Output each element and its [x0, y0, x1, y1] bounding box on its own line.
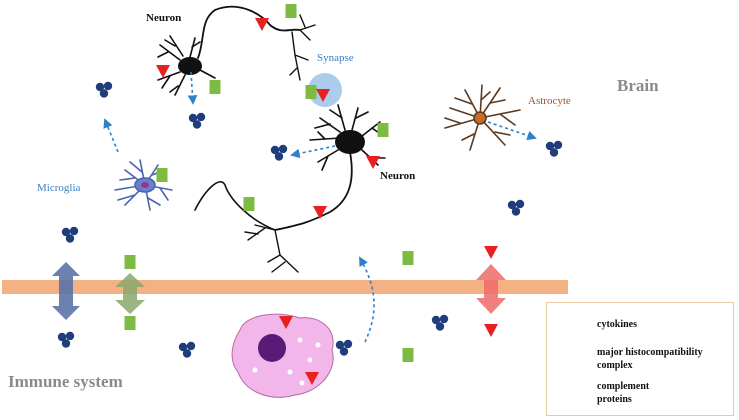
complement-transport-arrow	[476, 264, 506, 314]
label-neuron-top: Neuron	[146, 12, 182, 24]
microglia-cell	[114, 159, 173, 211]
mhc-transport-arrow	[115, 273, 145, 314]
cytokine-cluster	[545, 140, 563, 157]
mhc-marker	[156, 168, 168, 182]
legend-cytokines-label: cytokines	[597, 319, 637, 330]
label-synapse: Synapse	[317, 52, 354, 64]
mhc-marker	[377, 123, 389, 137]
legend-complement-label-line2: proteins	[597, 394, 632, 405]
blood-brain-barrier	[2, 280, 568, 294]
cytokine-cluster	[507, 199, 525, 216]
mhc-marker	[285, 4, 297, 18]
mhc-marker	[209, 80, 221, 94]
astrocyte-cell	[444, 84, 521, 151]
cytokine-cluster	[61, 226, 79, 243]
mhc-marker	[124, 255, 136, 269]
label-immune-system: Immune system	[8, 372, 123, 391]
dashed-arrows	[103, 71, 537, 343]
label-neuron-middle: Neuron	[380, 170, 416, 182]
complement-marker	[366, 156, 380, 169]
cytokine-cluster	[431, 314, 449, 331]
label-astrocyte: Astrocyte	[528, 95, 571, 107]
legend-mhc-label-line2: complex	[597, 360, 633, 371]
complement-marker	[313, 206, 327, 219]
cytokine-transport-arrow	[52, 262, 80, 320]
mhc-marker	[402, 251, 414, 265]
label-brain: Brain	[617, 76, 659, 95]
cytokine-cluster	[335, 339, 353, 356]
mhc-marker	[305, 85, 317, 99]
legend-complement-label-line1: complement	[597, 381, 650, 392]
legend-mhc-label-line1: major histocompatibility	[597, 347, 703, 358]
complement-marker	[484, 324, 498, 337]
mhc-marker	[124, 316, 136, 330]
complement-marker	[484, 246, 498, 259]
mhc-marker	[243, 197, 255, 211]
complement-marker	[255, 18, 269, 31]
neuron-top	[157, 5, 316, 96]
cytokine-cluster	[57, 331, 75, 348]
legend: cytokines major histocompatibility compl…	[546, 302, 734, 416]
cytokine-cluster	[95, 81, 113, 98]
mhc-marker	[402, 348, 414, 362]
cytokine-cluster	[188, 112, 206, 129]
neuron-middle	[194, 104, 386, 273]
cytokine-cluster	[178, 341, 196, 358]
macrophage-cell	[231, 313, 334, 398]
label-microglia: Microglia	[37, 182, 81, 194]
cytokine-cluster	[270, 144, 288, 161]
